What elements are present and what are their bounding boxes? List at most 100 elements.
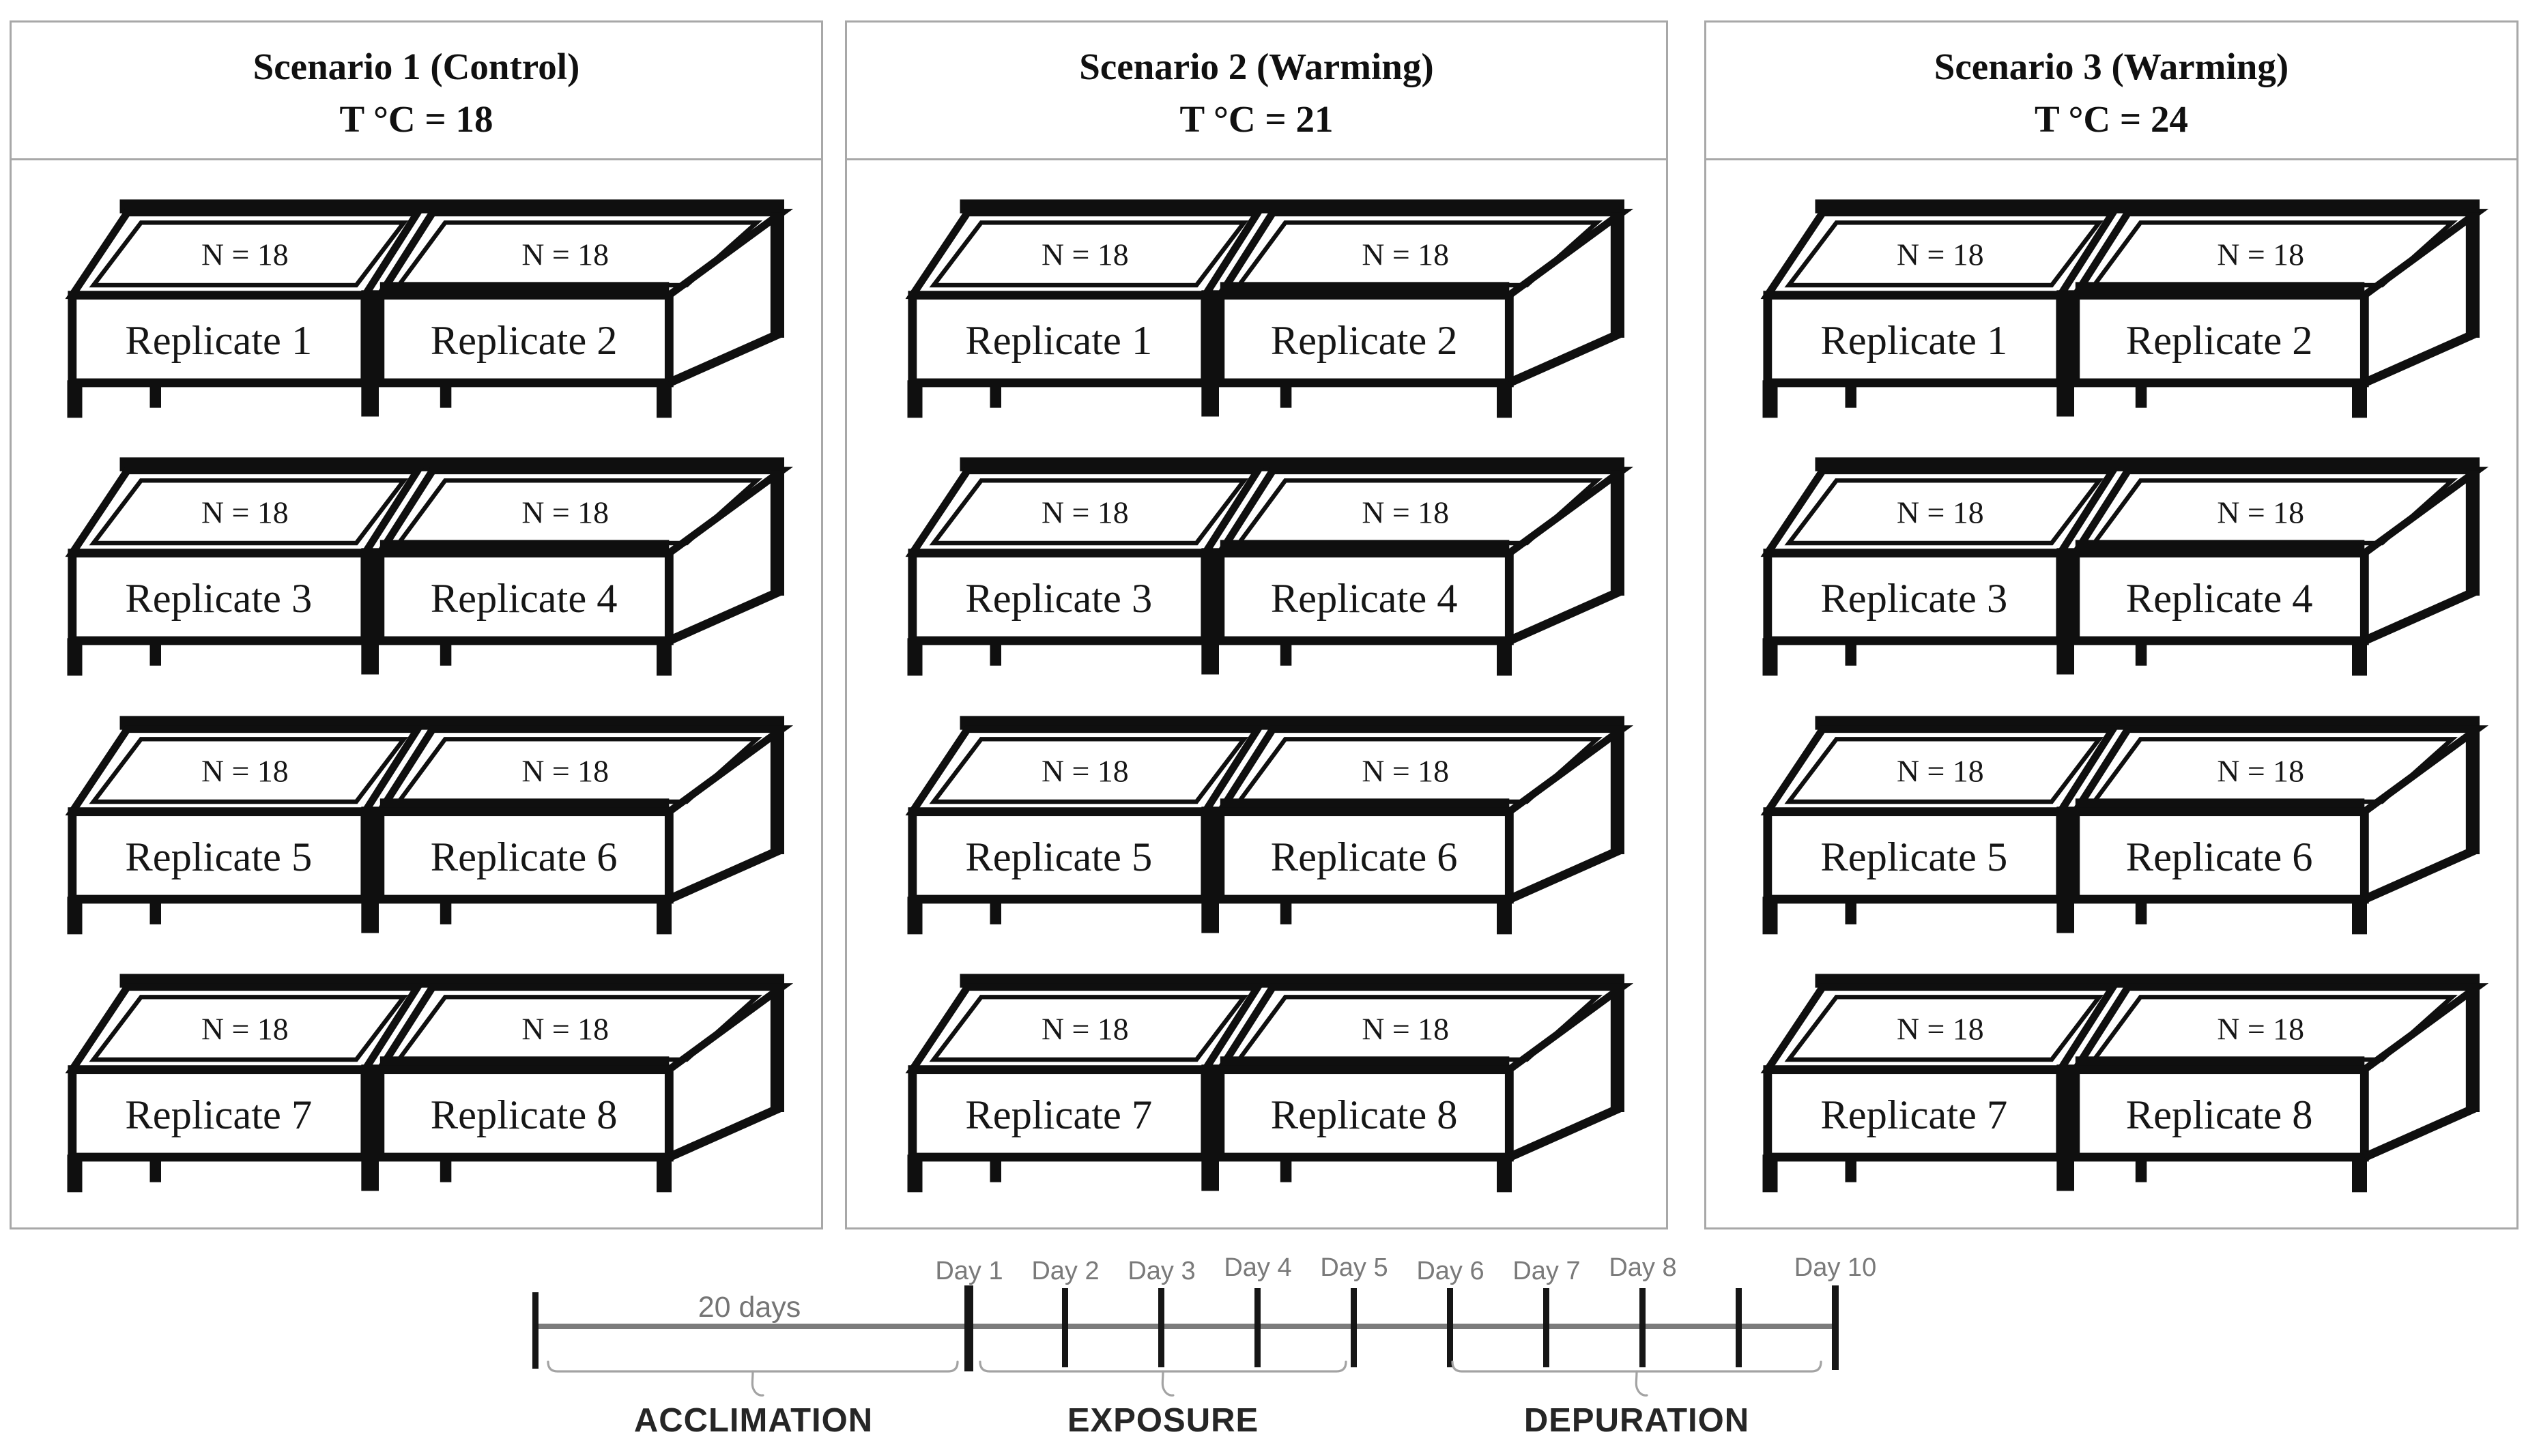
tank-side-bottom-edge bbox=[667, 1103, 784, 1161]
day-label: Day 3 bbox=[1128, 1257, 1195, 1285]
tank-lid-count-label: N = 18 bbox=[1896, 495, 1983, 530]
tank-divider bbox=[1201, 290, 1219, 417]
tank-lid-count-label: N = 18 bbox=[1896, 753, 1983, 788]
day-label: Day 5 bbox=[1320, 1253, 1388, 1282]
tank-lid-left-inner-frame bbox=[89, 736, 409, 804]
tank-stack: N = 18 N = 18 Replicate 1 Replicate 2 N … bbox=[847, 162, 1666, 1227]
tank-replicate-label: Replicate 8 bbox=[2125, 1092, 2312, 1138]
tank-lid-left-inner-frame bbox=[929, 478, 1249, 546]
tank-front-right bbox=[2070, 291, 2369, 388]
tank-replicate-label: Replicate 5 bbox=[965, 834, 1152, 879]
tank-lid-count-label: N = 18 bbox=[1042, 237, 1129, 272]
tank-lid-count-label: N = 18 bbox=[1042, 1011, 1129, 1046]
tank-lid-count-label: N = 18 bbox=[1042, 495, 1129, 530]
tank-lid-left-inner-frame bbox=[89, 220, 409, 288]
tank-replicate-label: Replicate 5 bbox=[1820, 834, 2007, 879]
tank-foot-left bbox=[1845, 641, 1856, 667]
tank-divider bbox=[2056, 1064, 2074, 1191]
phase-label-depuration: DEPURATION bbox=[1524, 1402, 1749, 1439]
tank-lid-count-label: N = 18 bbox=[521, 753, 609, 788]
tank-lid-count-label: N = 18 bbox=[1896, 237, 1983, 272]
experiment-timeline: Day 1 Day 2 Day 3 Day 4 Day 5 Day 6 Day … bbox=[532, 1253, 1876, 1439]
tank-illustration: N = 18 N = 18 Replicate 1 Replicate 2 bbox=[1760, 199, 2488, 418]
tank-lid-count-label: N = 18 bbox=[521, 1011, 609, 1046]
tank-front-right bbox=[1216, 549, 1514, 645]
tank-replicate-label: Replicate 1 bbox=[125, 318, 312, 364]
tank-lid-count-label: N = 18 bbox=[201, 753, 289, 788]
tank-foot-right bbox=[1280, 383, 1292, 408]
tank-front-left bbox=[1762, 549, 2065, 645]
scenario-temperature: T °C = 24 bbox=[2035, 98, 2188, 140]
tank-replicate-label: Replicate 8 bbox=[431, 1092, 618, 1138]
tank-leg-left bbox=[67, 896, 83, 934]
tank-leg-back-right bbox=[2465, 471, 2480, 596]
tank-replicate-label: Replicate 4 bbox=[2125, 576, 2312, 622]
tank-lid-count-label: N = 18 bbox=[521, 237, 609, 272]
tank-divider bbox=[361, 806, 379, 933]
day-label: Day 4 bbox=[1224, 1253, 1291, 1282]
tank-foot-right bbox=[2135, 1156, 2147, 1182]
tank-leg-back-right bbox=[1610, 471, 1624, 596]
tank-divider bbox=[361, 1064, 379, 1191]
tank-foot-right bbox=[440, 1156, 452, 1182]
tank-replicate-label: Replicate 6 bbox=[1271, 834, 1458, 879]
tank-leg-back-right bbox=[770, 729, 784, 854]
tank-replicate-label: Replicate 2 bbox=[431, 318, 618, 364]
exposure-brace-tail bbox=[1161, 1370, 1175, 1397]
tank-illustration: N = 18 N = 18 Replicate 3 Replicate 4 bbox=[905, 457, 1634, 676]
tank-leg-left bbox=[67, 638, 83, 676]
tank-lid-count-label: N = 18 bbox=[1362, 753, 1449, 788]
tank-leg-back-right bbox=[770, 212, 784, 338]
tank-divider bbox=[1201, 806, 1219, 933]
acclimation-duration-label: 20 days bbox=[698, 1291, 801, 1324]
tank-lid-left-inner-frame bbox=[929, 220, 1249, 288]
tank-divider bbox=[1201, 548, 1219, 675]
tank-foot-left bbox=[149, 383, 161, 408]
tank-foot-right bbox=[440, 641, 452, 667]
tank-foot-left bbox=[1845, 383, 1856, 408]
tank-divider bbox=[2056, 290, 2074, 417]
tank-replicate-label: Replicate 6 bbox=[2125, 834, 2312, 879]
tank-foot-right bbox=[2135, 383, 2147, 408]
tank-foot-right bbox=[440, 899, 452, 924]
tank-front-right bbox=[2070, 1065, 2369, 1162]
tank-lid-count-label: N = 18 bbox=[1362, 1011, 1449, 1046]
tank-replicate-label: Replicate 7 bbox=[1820, 1092, 2007, 1138]
tank-stack: N = 18 N = 18 Replicate 1 Replicate 2 N … bbox=[12, 162, 821, 1227]
tank-front-left bbox=[908, 806, 1210, 903]
tank-side-bottom-edge bbox=[2362, 1103, 2479, 1161]
tank-lid-left-inner-frame bbox=[1784, 994, 2104, 1062]
tank-front-left bbox=[908, 1065, 1210, 1162]
tank-foot-left bbox=[149, 641, 161, 667]
tank-front-left bbox=[68, 549, 370, 645]
scenario-title-box: Scenario 1 (Control) T °C = 18 bbox=[12, 23, 821, 160]
tank-lid-left-inner-frame bbox=[89, 994, 409, 1062]
depuration-brace-tail bbox=[1635, 1370, 1648, 1397]
tank-front-right bbox=[1216, 1065, 1514, 1162]
tank-lid-left-inner-frame bbox=[929, 736, 1249, 804]
tank-foot-left bbox=[990, 383, 1001, 408]
tank-lid-count-label: N = 18 bbox=[2217, 495, 2304, 530]
tank-replicate-label: Replicate 4 bbox=[1271, 576, 1458, 622]
tank-illustration: N = 18 N = 18 Replicate 5 Replicate 6 bbox=[1760, 715, 2488, 934]
scenario-panel-warming-24: Scenario 3 (Warming) T °C = 24 N = 18 N … bbox=[1704, 20, 2518, 1229]
tank-front-right bbox=[375, 549, 674, 645]
timeline-tick-day10 bbox=[1832, 1285, 1839, 1370]
scenario-panel-control: Scenario 1 (Control) T °C = 18 N = 18 N … bbox=[10, 20, 823, 1229]
tank-side-bottom-edge bbox=[2362, 587, 2479, 645]
tank-illustration: N = 18 N = 18 Replicate 5 Replicate 6 bbox=[65, 715, 794, 934]
tank-lid-left-inner-frame bbox=[1784, 220, 2104, 288]
tank-lid-left-inner-frame bbox=[929, 994, 1249, 1062]
tank-replicate-label: Replicate 7 bbox=[965, 1092, 1152, 1138]
tank-replicate-label: Replicate 1 bbox=[965, 318, 1152, 364]
tank-foot-right bbox=[2135, 899, 2147, 924]
tank-divider bbox=[1201, 1064, 1219, 1191]
tank-leg-right bbox=[2351, 1154, 2367, 1193]
scenario-title: Scenario 2 (Warming) bbox=[1079, 46, 1434, 87]
tank-leg-left bbox=[1762, 638, 1777, 676]
timeline-tick-day4 bbox=[1254, 1288, 1261, 1367]
timeline-start-tick bbox=[532, 1292, 539, 1369]
tank-foot-right bbox=[1280, 641, 1292, 667]
tank-leg-right bbox=[2351, 380, 2367, 418]
tank-leg-right bbox=[657, 896, 672, 934]
